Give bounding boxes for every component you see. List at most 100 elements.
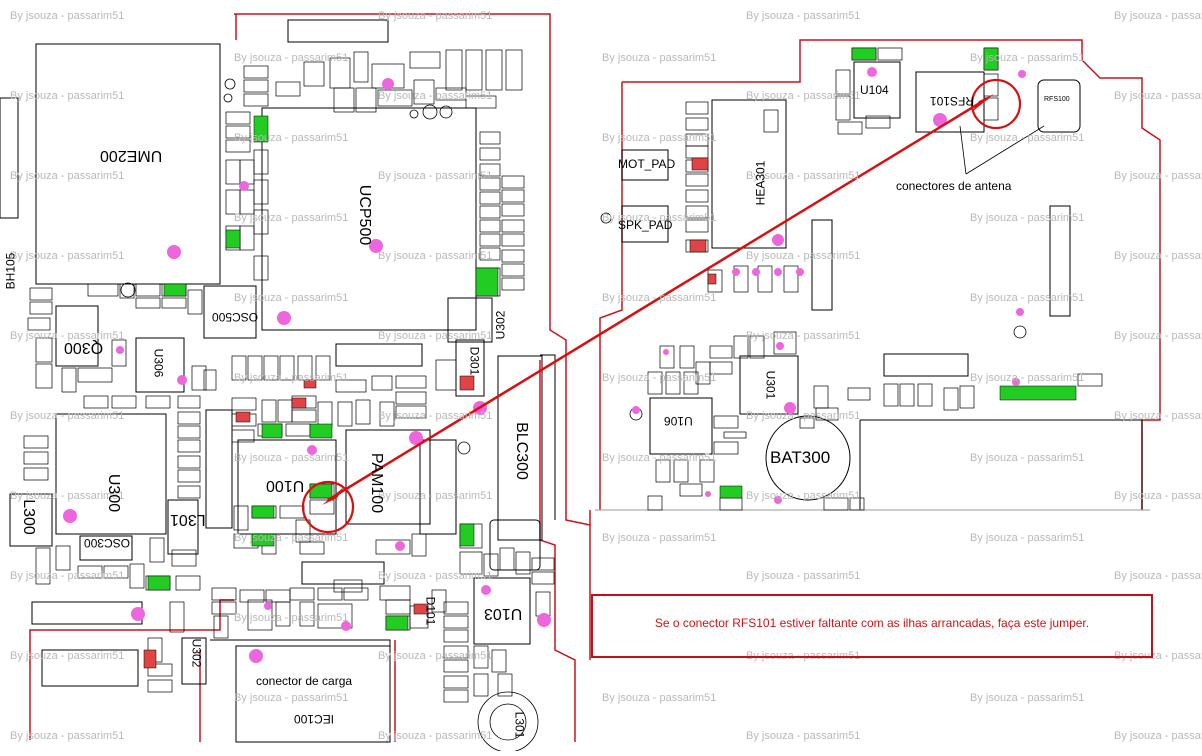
chip-label-u301: U301 bbox=[763, 370, 778, 400]
watermark: By jsouza - passarim51 bbox=[234, 692, 349, 704]
left-components bbox=[23, 49, 555, 703]
watermark: By jsouza - passarim51 bbox=[234, 532, 349, 544]
watermark: By jsouza - passarim51 bbox=[234, 452, 349, 464]
watermark: By jsouza - passarim51 bbox=[10, 410, 125, 422]
watermark: By jsouza - passarim51 bbox=[746, 170, 861, 182]
chip-label-blc300: BLC300 bbox=[512, 422, 530, 480]
chip-label-ume200: UME200 bbox=[100, 147, 163, 164]
watermark: By jsouza - passarim51 bbox=[602, 372, 717, 384]
watermark: By jsouza - passarim51 bbox=[378, 570, 493, 582]
watermark: By jsouza - passarim51 bbox=[10, 90, 125, 102]
charge-connector-label: conector de carga bbox=[256, 674, 353, 688]
watermark: By jsouza - passarim51 bbox=[602, 532, 717, 544]
watermark: By jsouza - passarim51 bbox=[602, 452, 717, 464]
chip-label-u302: U302 bbox=[493, 310, 508, 340]
right-chips bbox=[621, 61, 1081, 455]
chip-label-u306: U306 bbox=[151, 348, 166, 378]
chip-label-q300: Q300 bbox=[64, 339, 104, 356]
watermark: By jsouza - passarim51 bbox=[970, 52, 1085, 64]
watermark: By jsouza - passarim51 bbox=[746, 330, 861, 342]
chip-label-spk-pad: SPK_PAD bbox=[618, 218, 673, 232]
watermark: By jsouza - passarim51 bbox=[1114, 490, 1202, 502]
chip-label-pam100: PAM100 bbox=[368, 452, 386, 514]
watermark: By jsouza - passarim51 bbox=[746, 10, 861, 22]
jumper-note-text: Se o conector RFS101 estiver faltante co… bbox=[654, 616, 1090, 630]
watermark: By jsouza - passarim51 bbox=[378, 90, 493, 102]
chip-label-d101: D101 bbox=[423, 596, 438, 626]
watermark: By jsouza - passarim51 bbox=[234, 612, 349, 624]
antenna-pointer-lines bbox=[959, 125, 1045, 175]
highlight-marks bbox=[301, 78, 1022, 534]
chip-label-hea301: HEA301 bbox=[753, 160, 768, 206]
chip-label-bh105: BH105 bbox=[3, 252, 18, 290]
chip-label-osc500: OSC500 bbox=[212, 310, 259, 324]
watermark: By jsouza - passarim51 bbox=[378, 730, 493, 742]
chip-label-ucp500: UCP500 bbox=[356, 184, 374, 246]
chip-label-osc300: OSC300 bbox=[84, 536, 131, 550]
jumper-arrow bbox=[327, 96, 989, 502]
watermark: By jsouza - passarim51 bbox=[602, 132, 717, 144]
watermark: By jsouza - passarim51 bbox=[746, 250, 861, 262]
chip-label-u302b: U302 bbox=[189, 638, 204, 668]
arrow-head-left bbox=[322, 487, 344, 505]
watermark: By jsouza - passarim51 bbox=[10, 490, 125, 502]
watermark: By jsouza - passarim51 bbox=[10, 650, 125, 662]
chip-label-l301b: L301 bbox=[512, 711, 527, 739]
watermark: By jsouza - passarim51 bbox=[1114, 410, 1202, 422]
chip-label-u300: U300 bbox=[105, 473, 123, 513]
watermark: By jsouza - passarim51 bbox=[234, 132, 349, 144]
bat300-outline bbox=[765, 415, 851, 501]
chip-label-bat300: BAT300 bbox=[770, 448, 831, 467]
watermark: By jsouza - passarim51 bbox=[10, 250, 125, 262]
test-points bbox=[63, 67, 1026, 663]
watermark: By jsouza - passarim51 bbox=[1114, 10, 1202, 22]
watermark: By jsouza - passarim51 bbox=[234, 372, 349, 384]
right-board-inner bbox=[595, 419, 1150, 511]
watermark: By jsouza - passarim51 bbox=[970, 132, 1085, 144]
watermark: By jsouza - passarim51 bbox=[10, 330, 125, 342]
watermark: By jsouza - passarim51 bbox=[234, 212, 349, 224]
watermark: By jsouza - passarim51 bbox=[378, 650, 493, 662]
watermark: By jsouza - passarim51 bbox=[970, 372, 1085, 384]
watermark: By jsouza - passarim51 bbox=[970, 292, 1085, 304]
watermark: By jsouza - passarim51 bbox=[234, 292, 349, 304]
watermark: By jsouza - passarim51 bbox=[234, 52, 349, 64]
watermark: By jsouza - passarim51 bbox=[1114, 730, 1202, 742]
watermark: By jsouza - passarim51 bbox=[602, 212, 717, 224]
jumper-note-box: Se o conector RFS101 estiver faltante co… bbox=[591, 594, 1153, 658]
watermark: By jsouza - passarim51 bbox=[378, 10, 493, 22]
antenna-connectors-label: conectores de antena bbox=[896, 179, 1012, 193]
chip-label-rfs101: RFS101 bbox=[930, 94, 975, 108]
chip-label-l300: L300 bbox=[19, 499, 37, 535]
watermark: By jsouza - passarim51 bbox=[746, 410, 861, 422]
watermark: By jsouza - passarim51 bbox=[10, 170, 125, 182]
watermark: By jsouza - passarim51 bbox=[378, 410, 493, 422]
watermark: By jsouza - passarim51 bbox=[602, 692, 717, 704]
chip-label-u106: U106 bbox=[664, 414, 693, 428]
watermark: By jsouza - passarim51 bbox=[970, 212, 1085, 224]
watermark: By jsouza - passarim51 bbox=[602, 292, 717, 304]
chip-label-d301: D301 bbox=[467, 346, 482, 376]
watermark: By jsouza - passarim51 bbox=[10, 570, 125, 582]
watermark: By jsouza - passarim51 bbox=[970, 692, 1085, 704]
left-chips bbox=[0, 19, 543, 743]
red-pads bbox=[143, 157, 717, 669]
watermark: By jsouza - passarim51 bbox=[1114, 330, 1202, 342]
watermark: By jsouza - passarim51 bbox=[746, 90, 861, 102]
chip-label-u104: U104 bbox=[860, 83, 889, 97]
watermark: By jsouza - passarim51 bbox=[378, 250, 493, 262]
watermark: By jsouza - passarim51 bbox=[970, 532, 1085, 544]
right-board-outline bbox=[589, 39, 1161, 660]
chip-label-u100: U100 bbox=[266, 477, 305, 494]
watermark: By jsouza - passarim51 bbox=[970, 452, 1085, 464]
watermark: By jsouza - passarim51 bbox=[10, 730, 125, 742]
watermark: By jsouza - passarim51 bbox=[378, 330, 493, 342]
chip-label-mot-pad: MOT_PAD bbox=[618, 157, 676, 171]
green-pads bbox=[147, 47, 1077, 631]
watermark: By jsouza - passarim51 bbox=[1114, 570, 1202, 582]
watermark: By jsouza - passarim51 bbox=[1114, 90, 1202, 102]
watermark: By jsouza - passarim51 bbox=[378, 490, 493, 502]
watermark: By jsouza - passarim51 bbox=[1114, 170, 1202, 182]
watermark: By jsouza - passarim51 bbox=[746, 570, 861, 582]
